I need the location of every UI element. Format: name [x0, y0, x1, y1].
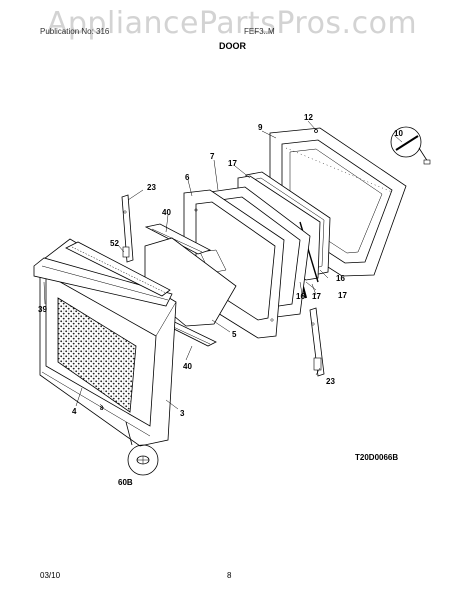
reference-code: T20D0066B [355, 453, 399, 462]
model-header: FEF3..M [244, 27, 275, 36]
leader-lines [43, 120, 403, 410]
callout-23-right: 23 [326, 377, 335, 386]
callout-39: 39 [38, 305, 47, 314]
part-door-handle [33, 241, 173, 307]
callout-17-right-visible: 17 [338, 291, 347, 300]
callout-40-upper: 40 [162, 208, 171, 217]
callout-9: 9 [258, 123, 263, 132]
publication-header: Publication No: 316 [40, 27, 110, 36]
callout-5: 5 [232, 330, 237, 339]
footer-date: 03/10 [40, 571, 61, 580]
callout-16-right: 16 [336, 274, 345, 283]
callout-8: 8 [100, 406, 104, 412]
part-screw-60b [125, 421, 159, 476]
callout-4: 4 [72, 407, 77, 416]
part-hinge-left [121, 194, 134, 263]
callout-7: 7 [210, 152, 215, 161]
part-screw-inset [390, 126, 431, 165]
callout-10: 10 [394, 129, 403, 138]
callout-17-top: 17 [228, 159, 237, 168]
part-screw-top [314, 129, 318, 133]
callout-40-lower: 40 [183, 362, 192, 371]
callout-6: 6 [185, 173, 190, 182]
footer-page-number: 8 [227, 571, 232, 580]
callout-3: 3 [180, 409, 185, 418]
callout-52: 52 [110, 239, 119, 248]
callout-23-left: 23 [147, 183, 156, 192]
callout-12: 12 [304, 113, 313, 122]
callout-16-mid: 16 [296, 292, 305, 301]
callout-60b: 60B [118, 478, 133, 487]
section-title: DOOR [219, 41, 246, 51]
part-hinge-right [309, 307, 325, 377]
callout-17-mid: 17 [312, 292, 321, 301]
